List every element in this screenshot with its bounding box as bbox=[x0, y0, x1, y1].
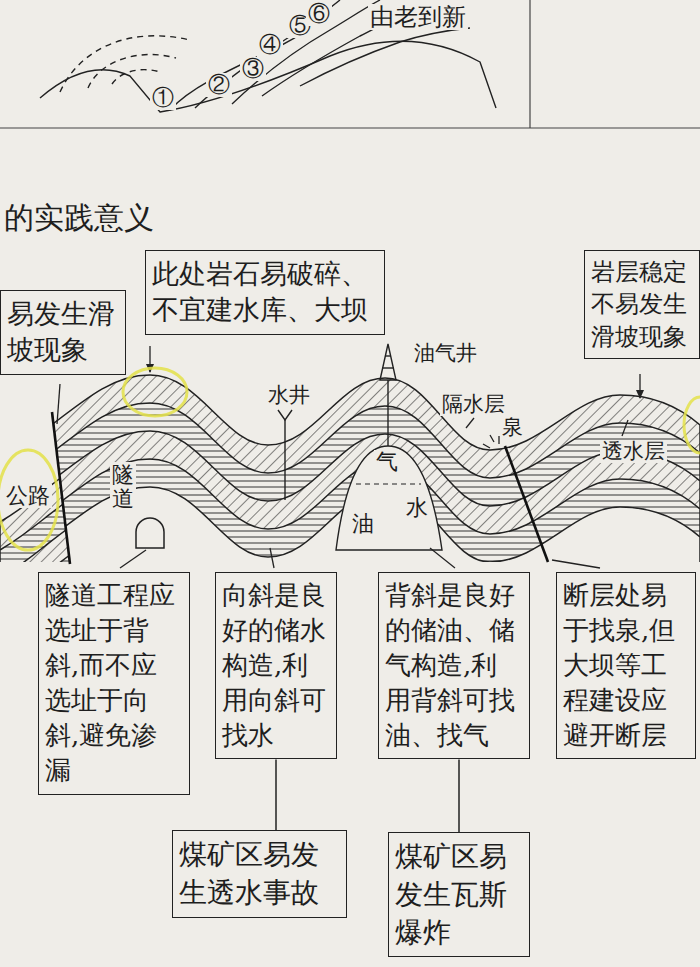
fluid-label: 气 bbox=[374, 450, 400, 474]
node-text: 断层处易于找泉,但大坝等工程建设应避开断层 bbox=[563, 578, 689, 753]
highlight-mark bbox=[0, 368, 700, 550]
oil-derrick bbox=[380, 344, 396, 446]
fault-line bbox=[505, 446, 548, 562]
node-text: 煤矿区易发生透水事故 bbox=[179, 836, 340, 912]
note-box: 易发生滑坡现象 bbox=[0, 290, 126, 375]
connector-line bbox=[275, 759, 277, 830]
callout-number: ① bbox=[150, 86, 176, 110]
note-box: 向斜是良好的储水构造,利用向斜可找水 bbox=[215, 572, 337, 759]
note-box: 煤矿区易发生透水事故 bbox=[172, 830, 347, 918]
contact-line bbox=[356, 483, 421, 484]
water-well bbox=[278, 410, 292, 500]
rock-strata bbox=[0, 435, 700, 804]
tunnel-label: 隧道 bbox=[110, 462, 136, 512]
note-box: 背斜是良好的储油、储气构造,利用背斜可找油、找气 bbox=[378, 572, 530, 759]
leader-lines bbox=[57, 346, 640, 568]
frame-line bbox=[0, 127, 700, 128]
note-box: 岩层稳定不易发生滑坡现象 bbox=[584, 250, 700, 359]
oil-gas-trap bbox=[336, 446, 442, 550]
frame-line bbox=[529, 0, 530, 128]
note-box: 煤矿区易发生瓦斯爆炸 bbox=[388, 832, 530, 957]
node-text: 易发生滑坡现象 bbox=[7, 296, 119, 369]
note-box: 断层处易于找泉,但大坝等工程建设应避开断层 bbox=[556, 572, 696, 759]
node-text: 煤矿区易发生瓦斯爆炸 bbox=[395, 838, 523, 951]
fold-sketch bbox=[40, 0, 496, 112]
spring-symbol bbox=[483, 435, 499, 448]
callout-number: ② bbox=[206, 73, 232, 97]
well-label: 水井 bbox=[266, 384, 312, 407]
callout-number: ③ bbox=[240, 57, 266, 81]
age-note: 由老到新 bbox=[368, 4, 468, 30]
spring-label: 泉 bbox=[500, 416, 525, 439]
connector-line bbox=[458, 759, 460, 832]
layer-label: 透水层 bbox=[600, 440, 667, 463]
fluid-label: 水 bbox=[404, 496, 430, 520]
well-label: 油气井 bbox=[412, 342, 479, 365]
road-label: 公路 bbox=[4, 484, 52, 508]
node-text: 岩层稳定不易发生滑坡现象 bbox=[591, 256, 693, 353]
callout-number: ⑥ bbox=[306, 2, 332, 26]
node-text: 此处岩石易破碎、不宜建水库、大坝 bbox=[152, 256, 378, 329]
node-text: 隧道工程应选址于背斜,而不应选址于向斜,避免渗漏 bbox=[45, 578, 183, 789]
note-box: 此处岩石易破碎、不宜建水库、大坝 bbox=[145, 250, 385, 335]
tunnel-symbol bbox=[136, 518, 164, 548]
callout-number: ④ bbox=[257, 33, 283, 57]
layer-label: 隔水层 bbox=[440, 393, 507, 416]
note-box: 隧道工程应选址于背斜,而不应选址于向斜,避免渗漏 bbox=[38, 572, 190, 795]
node-text: 背斜是良好的储油、储气构造,利用背斜可找油、找气 bbox=[385, 578, 523, 753]
node-text: 向斜是良好的储水构造,利用向斜可找水 bbox=[222, 578, 330, 753]
fault-line bbox=[52, 412, 70, 564]
fluid-label: 油 bbox=[350, 512, 376, 536]
section-heading: 的实践意义 bbox=[4, 198, 154, 239]
